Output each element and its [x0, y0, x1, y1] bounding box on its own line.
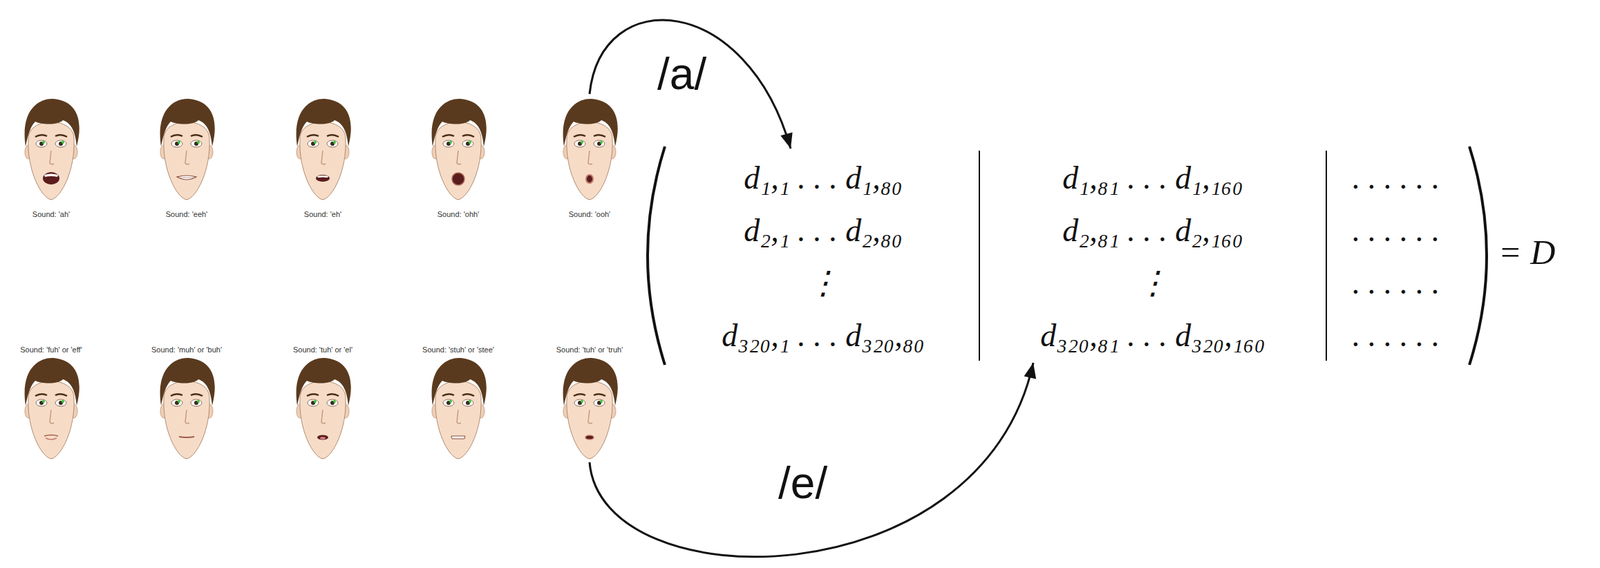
matrix-entry: d₁,₁ . . . d₁,₈₀ — [666, 152, 980, 205]
sound-caption: Sound: 'tuh' or 'el' — [274, 344, 372, 356]
viseme-face: Sound: 'ooh' — [541, 93, 638, 223]
sound-caption: Sound: 'stuh' or 'stee' — [409, 344, 507, 356]
matrix-column: . . . . . .. . . . . .. . . . . .. . . .… — [1326, 148, 1466, 363]
viseme-face: Sound: 'eeh' — [138, 93, 235, 223]
viseme-face: Sound: 'tuh' or 'el' — [274, 341, 372, 463]
arrowhead — [780, 132, 793, 149]
face-stuh — [431, 358, 487, 459]
matrix-entry: ⋮ — [979, 257, 1327, 310]
viseme-face: Sound: 'ohh' — [409, 93, 507, 223]
matrix-entry: d₃₂₀,₈₁ . . . d₃₂₀,₁₆₀ — [979, 309, 1327, 363]
phoneme-label: /a/ — [653, 48, 711, 100]
column-separator — [1325, 150, 1327, 361]
matrix-column: d₁,₈₁ . . . d₁,₁₆₀d₂,₈₁ . . . d₂,₁₆₀⋮d₃₂… — [979, 148, 1327, 363]
matrix-entry: d₃₂₀,₁ . . . d₃₂₀,₈₀ — [666, 309, 980, 363]
column-separator — [978, 150, 981, 361]
sound-caption: Sound: 'eeh' — [138, 208, 235, 220]
face-truh — [563, 358, 618, 459]
face-muh — [160, 358, 215, 459]
curved-arrow — [589, 362, 1037, 558]
face-ohh — [431, 98, 487, 200]
arrow-curve — [589, 362, 1034, 558]
arrow-curve — [589, 20, 791, 149]
face-ooh — [563, 98, 618, 200]
face-tuh — [296, 358, 352, 459]
left-parenthesis — [647, 146, 665, 365]
viseme-face: Sound: 'muh' or 'buh' — [138, 341, 235, 463]
matrix-entry: . . . . . . — [1326, 309, 1466, 363]
sound-caption: Sound: 'muh' or 'buh' — [138, 344, 235, 356]
face-fuh — [24, 358, 80, 459]
matrix-entry: d₂,₈₁ . . . d₂,₁₆₀ — [979, 204, 1327, 258]
right-parenthesis — [1469, 146, 1487, 365]
viseme-face: Sound: 'ah' — [2, 93, 100, 223]
matrix-entry: d₂,₁ . . . d₂,₈₀ — [666, 204, 980, 258]
sound-caption: Sound: 'ohh' — [409, 208, 507, 220]
sound-caption: Sound: 'fuh' or 'eff' — [2, 344, 100, 356]
matrix-name: = D — [1498, 231, 1556, 274]
matrix-entry: . . . . . . — [1326, 204, 1466, 258]
face-ah — [24, 98, 80, 200]
matrix-entry: . . . . . . — [1326, 152, 1466, 205]
matrix-entry: ⋮ — [666, 257, 980, 310]
viseme-face: Sound: 'stuh' or 'stee' — [409, 341, 507, 463]
matrix-entry: . . . . . . — [1326, 257, 1466, 310]
matrix-column: d₁,₁ . . . d₁,₈₀d₂,₁ . . . d₂,₈₀⋮d₃₂₀,₁ … — [666, 148, 980, 363]
sound-caption: Sound: 'ah' — [2, 208, 100, 220]
matrix-entry: d₁,₈₁ . . . d₁,₁₆₀ — [979, 152, 1327, 205]
sound-caption: Sound: 'tuh' or 'truh' — [541, 344, 638, 356]
phoneme-label: /e/ — [774, 457, 832, 509]
viseme-face: Sound: 'tuh' or 'truh' — [541, 341, 638, 463]
face-eh — [296, 98, 352, 200]
arrowhead — [1024, 362, 1037, 379]
viseme-face: Sound: 'fuh' or 'eff' — [2, 341, 100, 463]
sound-caption: Sound: 'ooh' — [541, 208, 638, 220]
sound-caption: Sound: 'eh' — [274, 208, 372, 220]
curved-arrow — [589, 20, 793, 149]
face-eeh — [160, 98, 215, 200]
viseme-face: Sound: 'eh' — [274, 93, 372, 223]
